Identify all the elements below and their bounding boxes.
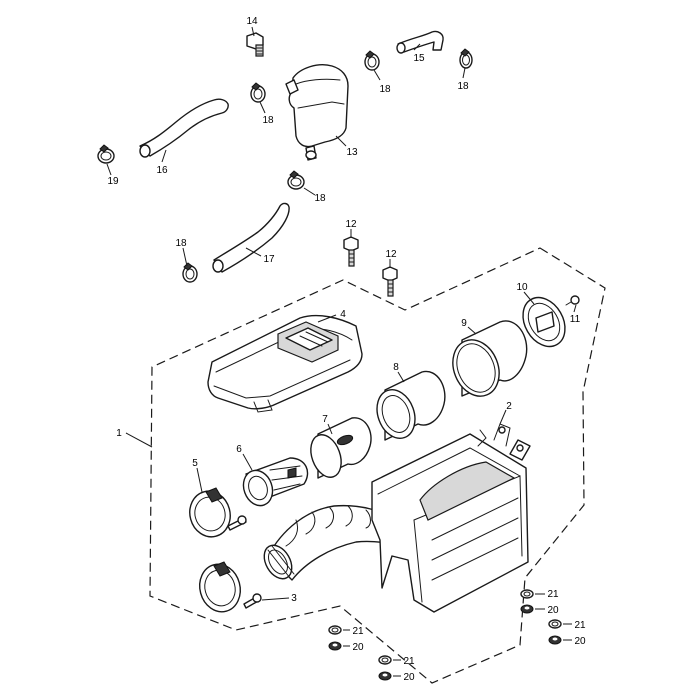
callout-14: 14 (246, 16, 258, 27)
bolt-12a (343, 236, 359, 267)
callout-21: 21 (547, 589, 559, 600)
callout-8: 8 (393, 362, 399, 373)
callout-20: 20 (403, 672, 415, 683)
callout-20: 20 (574, 636, 586, 647)
clamp-18d (287, 170, 305, 190)
bolt-12b (382, 266, 398, 297)
callout-18: 18 (262, 115, 274, 126)
callout-16: 16 (156, 165, 168, 176)
leader-lines (106, 26, 577, 677)
breather-tank-13 (285, 64, 349, 161)
callout-numbers: 14 15 18 18 18 13 16 19 18 12 18 17 12 1… (107, 16, 586, 683)
callout-21: 21 (352, 626, 364, 637)
nut-20b (548, 635, 562, 645)
callout-5: 5 (192, 458, 198, 469)
callout-18: 18 (314, 193, 326, 204)
assembly-boundary (149, 247, 606, 684)
callout-11: 11 (570, 314, 581, 325)
hose-16 (139, 98, 229, 158)
clamp-5 (189, 487, 247, 538)
air-box-case-2 (371, 423, 531, 613)
callout-20: 20 (352, 642, 364, 653)
callout-20: 20 (547, 605, 559, 616)
foam-filter-8 (376, 370, 446, 441)
callout-4: 4 (340, 309, 346, 320)
callout-21: 21 (403, 656, 415, 667)
clamp-18c (250, 82, 266, 103)
filter-cage-6 (242, 457, 309, 507)
clamp-19 (97, 144, 115, 164)
nut-20d (378, 671, 392, 681)
callout-15: 15 (413, 53, 425, 64)
filter-sleeve-9 (452, 320, 528, 397)
callout-6: 6 (236, 444, 242, 455)
callout-19: 19 (107, 176, 119, 187)
callout-2: 2 (506, 401, 512, 412)
nut-20c (328, 641, 342, 651)
nut-20a (520, 604, 534, 614)
cover-plate-10 (522, 296, 566, 348)
callout-18: 18 (175, 238, 187, 249)
bolt-14 (246, 32, 264, 57)
grommet-21c (328, 625, 342, 635)
grommet-21d (378, 655, 392, 665)
callout-9: 9 (461, 318, 467, 329)
clamp-3 (199, 561, 262, 613)
callout-7: 7 (322, 414, 328, 425)
callout-18: 18 (457, 81, 469, 92)
callout-18: 18 (379, 84, 391, 95)
grommet-21a (520, 589, 534, 599)
air-box-lid-4 (207, 314, 363, 413)
screw-11 (565, 295, 580, 306)
callout-21: 21 (574, 620, 586, 631)
callout-12: 12 (385, 249, 397, 260)
callout-1: 1 (116, 428, 122, 439)
clamp-18a (364, 50, 380, 71)
callout-17: 17 (263, 254, 275, 265)
hose-15 (396, 30, 444, 54)
clamp-18e (182, 262, 198, 283)
callout-12: 12 (345, 219, 357, 230)
callout-10: 10 (516, 282, 528, 293)
clamp-18b (459, 48, 473, 69)
callout-13: 13 (346, 147, 358, 158)
hose-17 (212, 202, 290, 273)
filter-element-7 (310, 417, 372, 479)
callout-3: 3 (291, 593, 297, 604)
grommet-21b (548, 619, 562, 629)
